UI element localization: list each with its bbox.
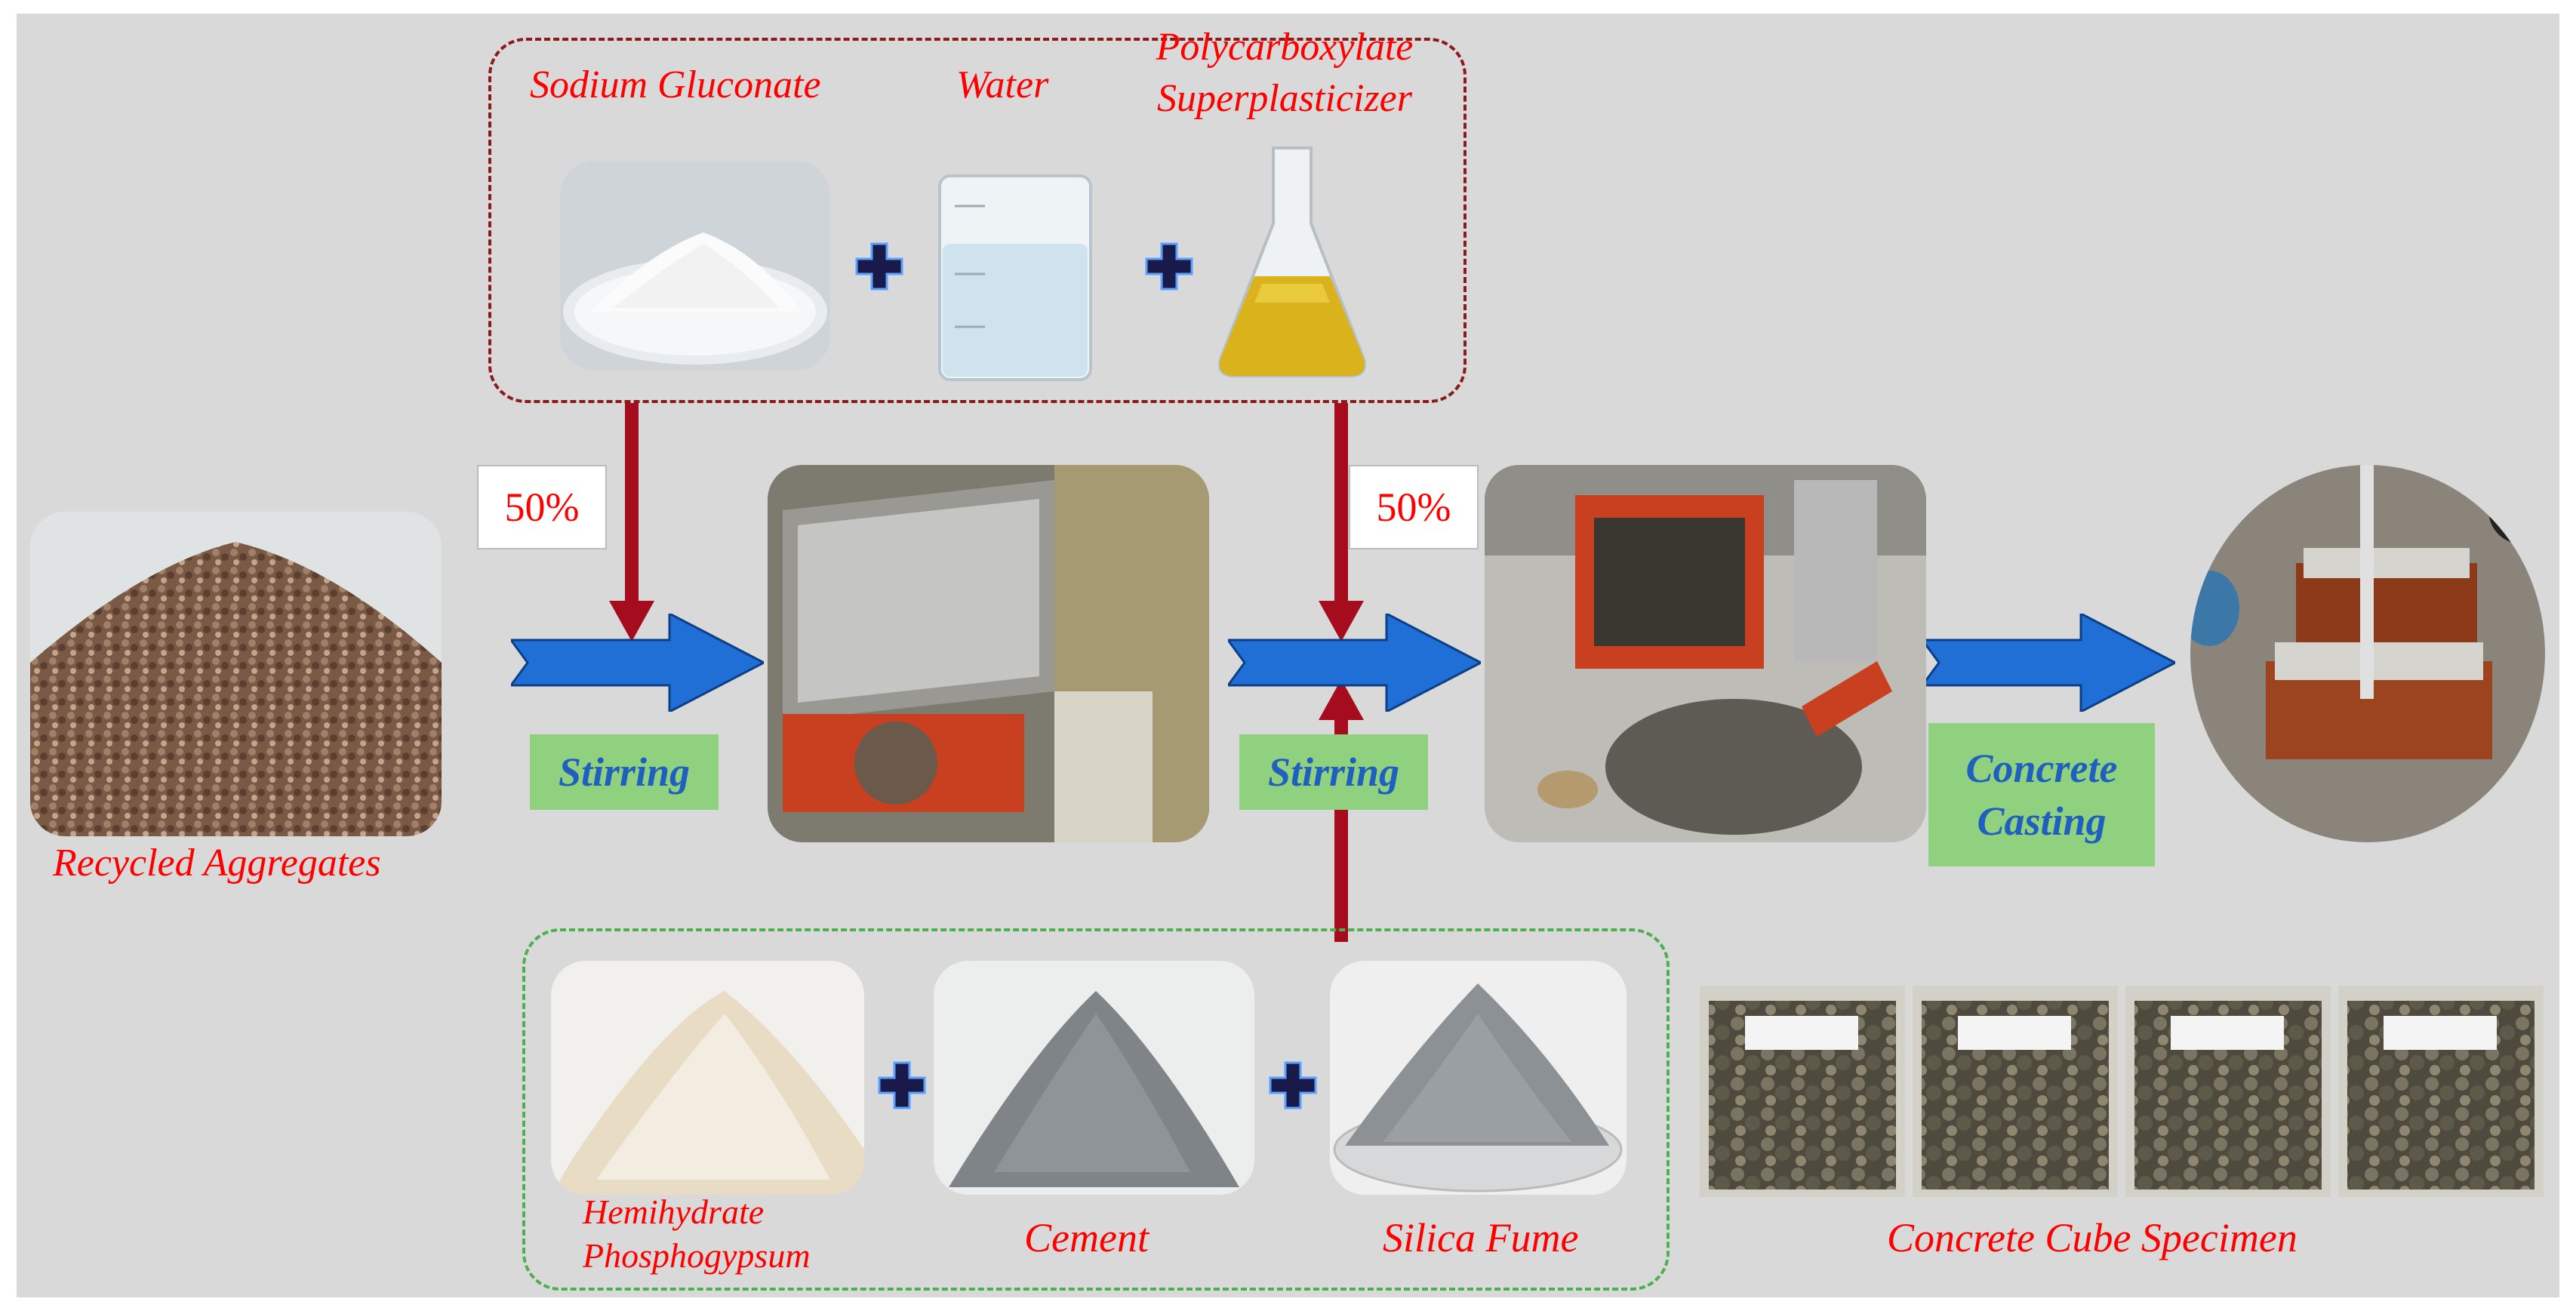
stirring-step-1: Stirring [530, 734, 719, 810]
concrete-casting-line1: Concrete [1965, 745, 2118, 791]
plus-icon [1269, 1061, 1317, 1109]
flow-arrow-1 [511, 614, 764, 712]
mixer-photo-2 [1485, 465, 1926, 842]
silica-fume-photo [1330, 961, 1627, 1195]
diagram-canvas: Sodium Gluconate Water Polycarboxylate S… [17, 14, 2559, 1297]
polycarboxylate-label-line1: Polycarboxylate [1156, 26, 1414, 69]
percent-box-right: 50% [1349, 465, 1479, 549]
water-label: Water [956, 63, 1049, 106]
hemihydrate-phosphogypsum-photo [551, 961, 864, 1195]
feed-arrow-up [1319, 679, 1364, 942]
water-beaker-photo [909, 161, 1121, 387]
flow-arrow-3 [1922, 614, 2175, 712]
sodium-gluconate-photo [560, 161, 830, 371]
polycarboxylate-label-line2: Superplasticizer [1157, 77, 1412, 120]
plus-icon [1145, 242, 1193, 291]
percent-box-left: 50% [477, 465, 607, 549]
concrete-casting-photo [2190, 465, 2545, 842]
plus-icon [878, 1061, 926, 1109]
concrete-cube-specimens [1700, 986, 2545, 1197]
concrete-casting-step: Concrete Casting [1928, 723, 2155, 866]
hemihydrate-label-line2: Phosphogypsum [583, 1236, 811, 1275]
recycled-aggregates-photo [30, 512, 442, 836]
polycarboxylate-flask-photo [1209, 140, 1375, 382]
cement-label: Cement [1024, 1215, 1149, 1260]
concrete-cube-specimen-label: Concrete Cube Specimen [1887, 1215, 2297, 1260]
binders-group-box [522, 928, 1670, 1291]
feed-arrow-left [609, 403, 654, 642]
flow-arrow-2 [1228, 614, 1481, 712]
hemihydrate-label-line1: Hemihydrate [583, 1193, 765, 1231]
plus-icon [855, 242, 903, 291]
sodium-gluconate-label: Sodium Gluconate [530, 63, 821, 106]
cement-photo [934, 961, 1254, 1195]
feed-arrow-right [1319, 403, 1364, 642]
silica-fume-label: Silica Fume [1383, 1215, 1579, 1260]
mixer-photo-1 [768, 465, 1209, 842]
concrete-casting-line2: Casting [1977, 799, 2107, 844]
stirring-step-2: Stirring [1239, 734, 1428, 810]
additives-group-box [488, 38, 1467, 403]
recycled-aggregates-label: Recycled Aggregates [53, 842, 381, 885]
